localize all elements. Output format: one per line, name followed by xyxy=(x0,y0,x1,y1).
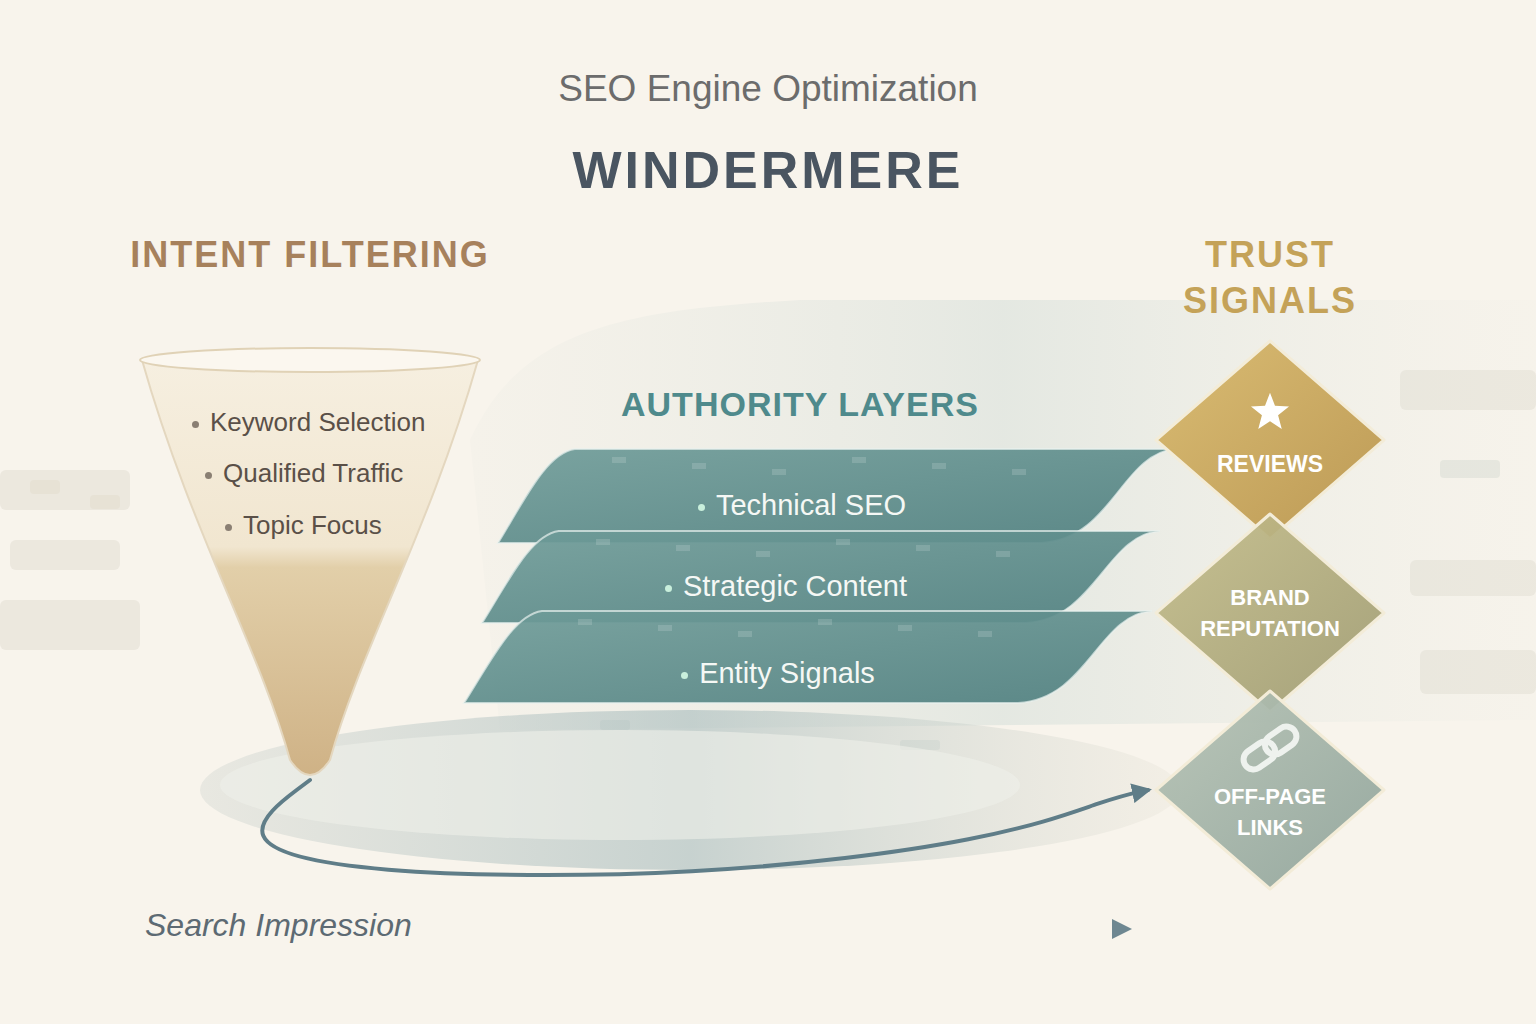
band-texture xyxy=(596,539,610,545)
trust-diamond: BRAND REPUTATION xyxy=(1150,508,1390,718)
band-texture xyxy=(756,551,770,557)
text: Topic Focus xyxy=(243,510,382,540)
band-texture xyxy=(932,463,946,469)
funnel-outline xyxy=(130,230,490,780)
text: INTENT FILTERING xyxy=(130,234,489,275)
bullet-dot xyxy=(665,585,672,592)
band-texture xyxy=(916,545,930,551)
band-texture xyxy=(818,619,832,625)
text: TRUST SIGNALS xyxy=(1183,234,1357,321)
band-shape xyxy=(464,611,1152,703)
title: WINDERMERE xyxy=(0,140,1536,200)
text: Strategic Content xyxy=(683,570,907,602)
funnel-node: INTENT FILTERING Keyword SelectionQualifi… xyxy=(130,230,490,780)
ground-disc-inner xyxy=(220,730,1020,840)
band-texture xyxy=(612,457,626,463)
trust-diamond: OFF-PAGE LINKS xyxy=(1150,685,1390,895)
diamond-label: OFF-PAGE LINKS xyxy=(1190,781,1350,843)
diamond-shape xyxy=(1156,341,1384,539)
band-texture xyxy=(852,457,866,463)
band-shape xyxy=(482,531,1160,623)
bullet-dot xyxy=(225,524,232,531)
band-texture xyxy=(1012,469,1026,475)
band-shape xyxy=(498,449,1176,543)
ground-disc xyxy=(200,710,1180,870)
band-texture xyxy=(978,631,992,637)
band-texture xyxy=(836,539,850,545)
trust-group: TRUST SIGNALS REVIEWS BRAND REPUTATION OFF-… xyxy=(1140,230,1400,900)
band-texture xyxy=(692,463,706,469)
text: AUTHORITY LAYERS xyxy=(621,385,979,423)
section-heading: INTENT FILTERING xyxy=(130,232,490,278)
diamond-shape xyxy=(1156,691,1384,889)
text: REVIEWS xyxy=(1217,451,1323,477)
impression-arrow xyxy=(450,927,1128,931)
diamond-shape xyxy=(1156,514,1384,712)
flow-arrow xyxy=(262,780,1148,875)
band-texture xyxy=(772,469,786,475)
bullet-dot xyxy=(192,421,199,428)
band-texture xyxy=(898,625,912,631)
bullet-dot xyxy=(205,472,212,479)
text: Entity Signals xyxy=(699,657,875,689)
section-heading: TRUST SIGNALS xyxy=(1140,232,1400,324)
bullet-dot xyxy=(681,672,688,679)
bullet-dot xyxy=(698,504,705,511)
band-texture xyxy=(578,619,592,625)
text: Keyword Selection xyxy=(210,407,425,437)
diamond-label: BRAND REPUTATION xyxy=(1180,582,1360,644)
diamond-label: REVIEWS xyxy=(1190,450,1350,479)
bullet-item: Topic Focus xyxy=(225,509,485,542)
band-texture xyxy=(676,545,690,551)
funnel-body xyxy=(142,360,478,775)
band-texture xyxy=(658,625,672,631)
band-label: Strategic Content xyxy=(536,568,1036,604)
star-icon xyxy=(1251,393,1289,429)
band-label: Technical SEO xyxy=(552,487,1052,523)
authority-group: AUTHORITY LAYERS Technical SEO Strategic C… xyxy=(480,375,1180,715)
section-heading: AUTHORITY LAYERS xyxy=(480,383,1120,426)
diamond-outline xyxy=(1150,508,1390,718)
band-label: Entity Signals xyxy=(528,655,1028,691)
chain-icon xyxy=(1240,723,1301,774)
bullet-item: Qualified Traffic xyxy=(205,457,485,490)
band-texture xyxy=(996,551,1010,557)
text: BRAND REPUTATION xyxy=(1200,585,1340,641)
bullet-item: Keyword Selection xyxy=(192,406,482,439)
authority-band: Entity Signals xyxy=(458,607,1158,707)
axis-label: Search Impression xyxy=(145,907,445,944)
funnel-rim xyxy=(140,348,480,372)
text: Technical SEO xyxy=(716,489,906,521)
text: OFF-PAGE LINKS xyxy=(1214,784,1326,840)
subtitle: SEO Engine Optimization xyxy=(0,68,1536,110)
band-texture xyxy=(738,631,752,637)
text: Qualified Traffic xyxy=(223,458,403,488)
